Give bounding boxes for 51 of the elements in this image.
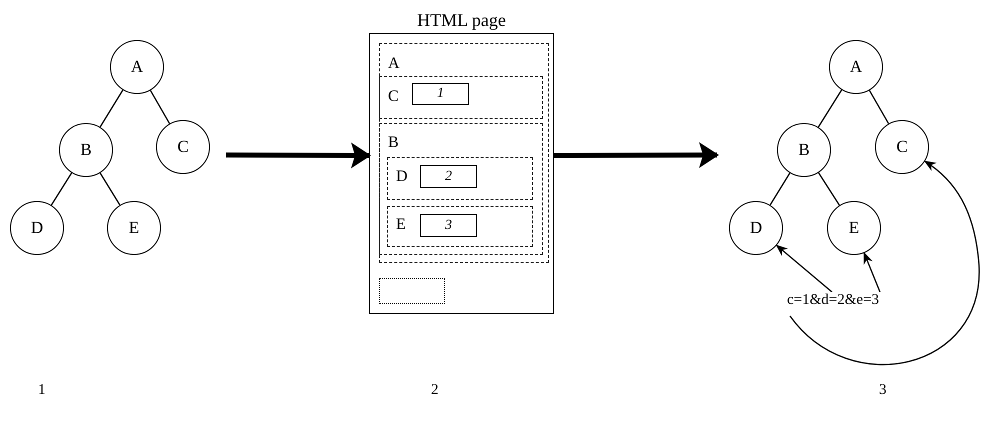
tree-node-circle bbox=[156, 120, 210, 174]
step-number: 1 bbox=[38, 382, 46, 399]
dashed-region-box bbox=[379, 43, 549, 263]
region-letter: D bbox=[396, 168, 408, 186]
input-field: 2 bbox=[420, 165, 477, 188]
tree-branch-line bbox=[770, 172, 790, 206]
thick-arrow bbox=[226, 145, 371, 166]
node-letter: D bbox=[750, 218, 762, 238]
arrow bbox=[776, 244, 832, 292]
node-letter: C bbox=[896, 137, 908, 157]
tree-branch-line bbox=[150, 90, 170, 124]
node-letter: B bbox=[798, 140, 810, 160]
node-letter: A bbox=[850, 57, 862, 77]
tree-branch-line bbox=[100, 172, 120, 206]
dashed-region-box bbox=[379, 76, 543, 119]
node-letter: E bbox=[848, 218, 860, 238]
tree-node-circle bbox=[729, 201, 783, 255]
tree-branch-line bbox=[818, 172, 840, 206]
node-letter: E bbox=[128, 218, 140, 238]
region-letter: B bbox=[388, 134, 399, 152]
tree-node-circle bbox=[107, 201, 161, 255]
arrow bbox=[790, 160, 980, 366]
tree-node-circle bbox=[829, 40, 883, 94]
tree-node-circle bbox=[10, 201, 64, 255]
dashed-region-box bbox=[387, 157, 533, 200]
step-number: 2 bbox=[431, 382, 438, 399]
tree-branch-line bbox=[868, 90, 890, 124]
tree-branch-line bbox=[100, 90, 124, 128]
tree-branch-line bbox=[818, 90, 842, 128]
region-letter: A bbox=[388, 55, 400, 73]
input-field: 3 bbox=[420, 214, 477, 237]
node-letter: C bbox=[177, 137, 189, 157]
tree-node-circle bbox=[110, 40, 164, 94]
input-field: 1 bbox=[412, 83, 469, 105]
tree-node-circle bbox=[777, 123, 831, 177]
tree-branch-line bbox=[50, 172, 72, 206]
step-number: 3 bbox=[879, 382, 886, 399]
tree-node-circle bbox=[59, 123, 113, 177]
node-letter: B bbox=[80, 140, 92, 160]
tree-node-circle bbox=[827, 201, 881, 255]
dashed-region-box bbox=[387, 206, 533, 247]
region-letter: E bbox=[396, 216, 406, 234]
tree-node-circle bbox=[875, 120, 929, 174]
dotted-box bbox=[379, 278, 445, 304]
arrow bbox=[864, 252, 881, 292]
region-letter: C bbox=[388, 88, 399, 106]
thick-arrow bbox=[554, 145, 719, 166]
node-letter: D bbox=[30, 218, 44, 238]
dashed-region-box bbox=[379, 123, 543, 255]
page-heading: HTML page bbox=[416, 10, 507, 31]
node-letter: A bbox=[130, 57, 144, 77]
